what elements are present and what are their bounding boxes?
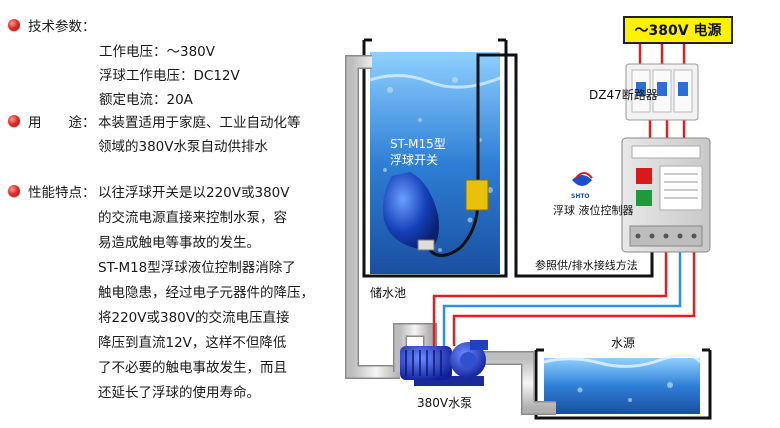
controller-brand: SHTO xyxy=(571,193,590,200)
breaker-label: DZ47断路器 xyxy=(589,88,658,102)
pump-label: 380V水泵 xyxy=(417,396,473,410)
float-signal-wire xyxy=(476,53,654,278)
text-panel: 技术参数： 工作电压：～380V 浮球工作电压：DC12V 额定电流：20A 用… xyxy=(0,0,340,428)
water-source-tank xyxy=(534,348,712,420)
controller-label: 浮球 液位控制器 xyxy=(553,204,634,217)
feature-line: 降压到直流12V，这样不但降低 xyxy=(98,335,287,351)
spec-voltage: 工作电压：～380V xyxy=(99,44,216,60)
wiring-method-label: 参照供/排水接线方法 xyxy=(535,259,638,272)
storage-tank-label: 储水池 xyxy=(370,286,407,300)
features-heading: 性能特点： xyxy=(28,185,96,201)
float-title-line-1: ST-M15型 xyxy=(390,137,446,151)
level-controller xyxy=(621,137,711,253)
spec-current: 额定电流：20A xyxy=(99,92,193,108)
bullet-icon xyxy=(8,19,20,31)
spec-float-voltage: 浮球工作电压：DC12V xyxy=(99,68,240,84)
float-title-line-2: 浮球开关 xyxy=(390,153,439,167)
usage-line-1: 本装置适用于家庭、工业自动化等 xyxy=(98,115,301,131)
usage-line-2: 领域的380V水泵自动供排水 xyxy=(98,139,269,155)
shto-logo-icon xyxy=(572,172,593,186)
dz47-breaker xyxy=(625,63,699,121)
usage-heading: 用 途： xyxy=(28,115,96,131)
feature-line: 以往浮球开关是以220V或380V xyxy=(98,185,290,201)
feature-line: 触电隐患，经过电子元器件的降压， xyxy=(98,285,314,301)
feature-line: 易造成触电等事故的发生。 xyxy=(98,235,260,251)
bullet-icon xyxy=(8,185,20,197)
bullet-icon xyxy=(8,115,20,127)
water-source-label: 水源 xyxy=(611,336,636,350)
feature-line: ST-M18型浮球液位控制器消除了 xyxy=(98,260,296,276)
specs-heading: 技术参数： xyxy=(28,19,96,35)
feature-line: 了不必要的触电事故发生，而且 xyxy=(98,360,287,376)
power-wires xyxy=(432,44,696,346)
power-source-label: ～380V 电源 xyxy=(623,16,733,44)
float-switch xyxy=(383,62,489,257)
feature-line: 的交流电源直接来控制水泵，容 xyxy=(98,210,287,226)
pipe-system xyxy=(345,55,556,415)
feature-line: 还延长了浮球的使用寿命。 xyxy=(98,385,260,401)
feature-line: 将220V或380V的交流电压直接 xyxy=(98,310,290,326)
water-pump xyxy=(400,340,488,386)
